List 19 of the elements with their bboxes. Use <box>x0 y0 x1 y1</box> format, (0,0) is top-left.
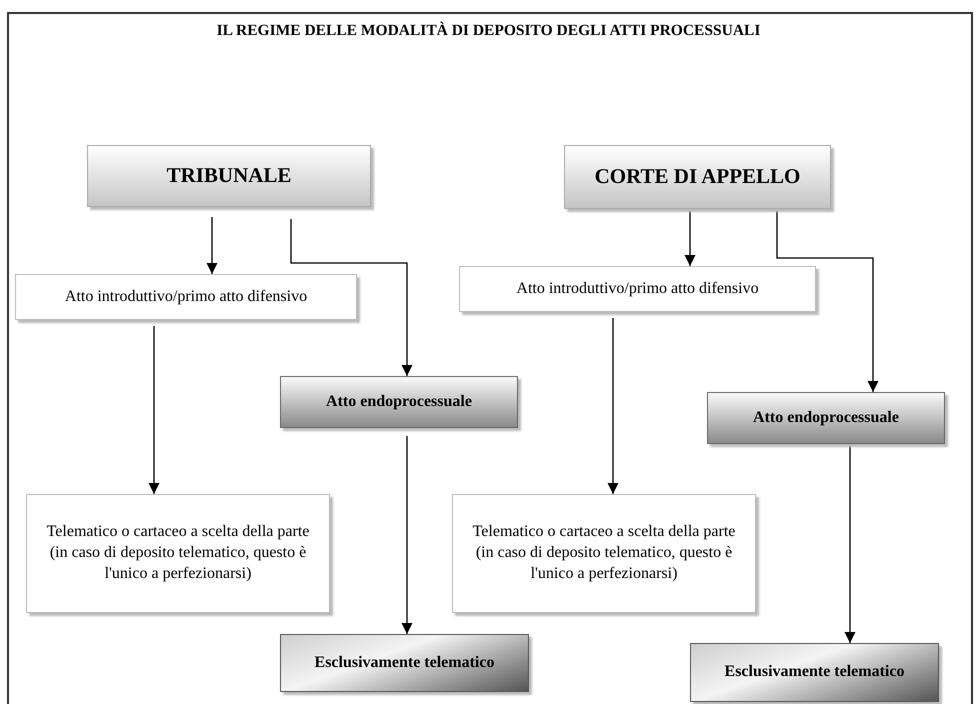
flow-box: CORTE DI APPELLO <box>564 145 831 209</box>
arrow <box>206 217 218 274</box>
arrow <box>684 211 696 266</box>
arrow <box>608 318 618 494</box>
arrow <box>844 444 856 643</box>
arrow <box>776 211 878 392</box>
flow-box: Atto endoprocessuale <box>280 376 518 428</box>
flow-box: Esclusivamente telematico <box>280 634 529 692</box>
flow-box: Telematico o cartaceo a scelta della parte (in caso di deposito telematico, questo è l'unico a perfezionarsi) <box>26 494 330 613</box>
flow-box: Telematico o cartaceo a scelta della parte (in caso di deposito telematico, questo è l'unico a perfezionarsi) <box>452 494 756 613</box>
arrow <box>148 326 160 494</box>
flow-box: Atto endoprocessuale <box>707 392 945 444</box>
flow-box: Esclusivamente telematico <box>690 643 939 702</box>
arrow <box>290 219 412 376</box>
flow-box: Atto introduttivo/primo atto difensivo <box>459 266 816 312</box>
arrow <box>402 436 412 634</box>
flow-box: TRIBUNALE <box>87 145 371 207</box>
diagram-title: IL REGIME DELLE MODALITÀ DI DEPOSITO DEGLI ATTI PROCESSUALI <box>216 22 762 40</box>
flow-box: Atto introduttivo/primo atto difensivo <box>15 274 357 320</box>
